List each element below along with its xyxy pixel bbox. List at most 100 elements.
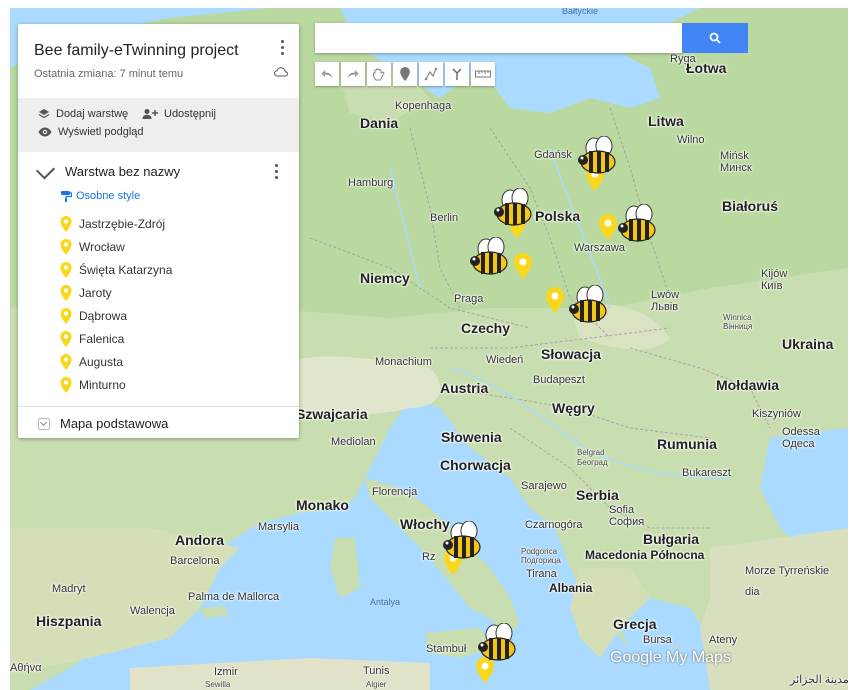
preview-label: Wyświetl podgląd [58,126,144,138]
map-pin[interactable] [514,253,532,279]
layer-visibility-checkbox[interactable] [35,159,56,180]
map-label: Sofia [609,504,635,516]
map-label: Lwów [651,289,680,301]
layer-style-label: Osobne style [76,190,141,202]
layers-icon [38,109,50,119]
pan-tool-button[interactable] [367,62,391,86]
bee-icon [618,204,656,242]
map-label: Rumunia [657,436,717,452]
map-label: Sarajewo [521,480,567,492]
map-label: Ryga [670,53,696,65]
map-pin[interactable] [599,214,617,240]
bee-icon [569,285,607,323]
map-toolbar [315,62,495,88]
places-list: Jastrzębie-Zdrój Wrocław Święta Katarzyn… [60,212,172,396]
map-label: Włochy [400,516,450,532]
add-layer-label: Dodaj warstwę [56,108,129,120]
draw-line-icon [424,67,438,81]
map-label: Andora [175,532,224,548]
add-layer-button[interactable]: Dodaj warstwę [38,108,128,120]
layer-header[interactable]: Warstwa bez nazwy [35,159,181,180]
place-name: Augusta [79,354,124,369]
search-icon [709,32,721,44]
map-label: Ukraina [782,336,834,352]
layer-name[interactable]: Warstwa bez nazwy [65,164,181,179]
search-button[interactable] [682,23,748,53]
list-item[interactable]: Święta Katarzyna [60,258,172,281]
map-label: Barcelona [170,555,220,567]
bee-icon [578,136,616,174]
map-label: Mołdawia [716,377,780,393]
draw-line-button[interactable] [419,62,443,86]
map-label: Одеса [782,438,815,450]
map-label: Antalya [370,597,401,607]
map-canvas[interactable]: Bałtyckie Ryga Łotwa Kopenhaga Dania Lit… [10,8,848,690]
map-label: Wilno [677,134,705,146]
place-name: Falenica [79,331,125,346]
place-name: Minturno [79,377,126,392]
map-label: Минск [720,162,752,174]
map-pin[interactable] [476,657,494,683]
map-label: Węgry [552,400,595,416]
list-item[interactable]: Augusta [60,350,172,373]
map-label: Hamburg [348,177,394,189]
base-map-toggle[interactable]: Mapa podstawowa [38,416,168,431]
list-item[interactable]: Wrocław [60,235,172,258]
pin-icon [60,238,72,255]
pin-icon [60,353,72,370]
map-title[interactable]: Bee family-eTwinning project [34,42,239,59]
map-label: Kiszyniów [752,408,801,420]
share-button[interactable]: Udostępnij [142,108,216,120]
more-options-icon[interactable] [279,40,285,58]
map-label: Bukareszt [682,467,731,479]
redo-button[interactable] [341,62,365,86]
map-label: Bałtyckie [562,8,599,16]
place-name: Jaroty [79,285,112,300]
list-item[interactable]: Jaroty [60,281,172,304]
map-label: Słowenia [441,429,502,445]
map-label: Palma de Mallorca [188,591,280,603]
map-label: Algier [366,680,387,689]
list-item[interactable]: Dąbrowa [60,304,172,327]
paint-roller-icon [61,191,72,202]
undo-icon [321,70,332,78]
list-item[interactable]: Jastrzębie-Zdrój [60,212,172,235]
place-name: Dąbrowa [79,308,128,323]
layer-options-icon[interactable] [273,164,279,182]
map-label: Bułgaria [643,531,700,547]
share-label: Udostępnij [164,108,216,120]
map-label: Białoruś [722,198,779,214]
ruler-icon [475,70,491,78]
add-marker-button[interactable] [393,62,417,86]
list-item[interactable]: Minturno [60,373,172,396]
map-pin[interactable] [546,287,564,313]
measure-button[interactable] [471,62,495,86]
place-name: Wrocław [79,239,125,254]
map-label: Izmir [214,666,238,678]
undo-button[interactable] [315,62,339,86]
preview-button[interactable]: Wyświetl podgląd [38,126,144,138]
place-name: Jastrzębie-Zdrój [79,216,166,231]
map-label: Hiszpania [36,613,102,629]
add-directions-button[interactable] [445,62,469,86]
bee-icon [443,521,481,559]
map-label: Monachium [375,356,432,368]
map-label: Łotwa [686,60,727,76]
search-input[interactable] [315,23,682,53]
map-label: Polska [535,208,581,224]
map-label: Dania [360,115,399,131]
map-label: Tunis [363,665,390,677]
place-name: Święta Katarzyna [79,262,173,277]
layer-style-link[interactable]: Osobne style [60,190,140,202]
map-label: Београд [577,458,608,467]
map-label: София [609,516,645,528]
last-change-status: Ostatnia zmiana: 7 minut temu [34,68,184,80]
list-item[interactable]: Falenica [60,327,172,350]
map-label: Gdańsk [534,149,572,161]
map-label: Wiedeń [486,354,524,366]
map-label: Warszawa [574,242,625,254]
route-icon [452,68,462,80]
map-label: Czarnogóra [525,519,583,531]
map-label: Sewilla [205,680,231,689]
pin-icon [60,330,72,347]
